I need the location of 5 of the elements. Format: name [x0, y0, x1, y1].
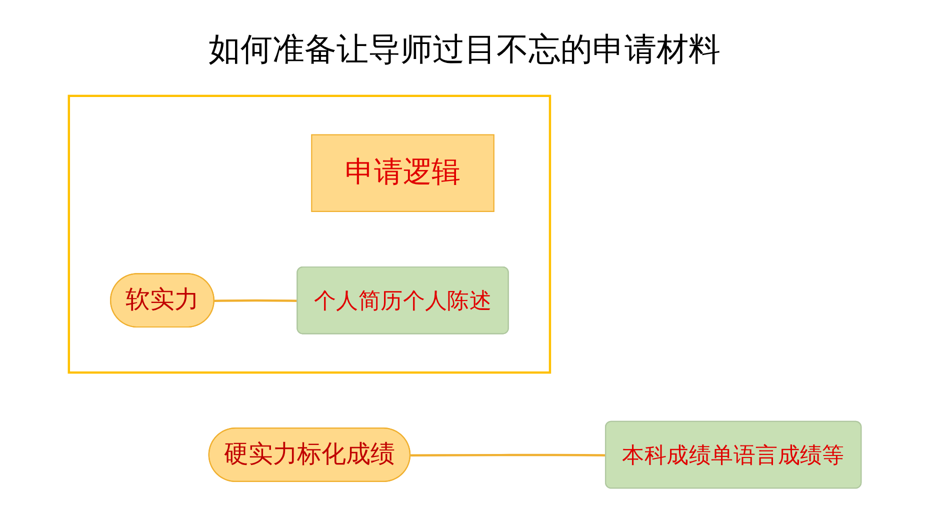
connector	[214, 299, 298, 302]
connector	[410, 454, 606, 456]
cluster	[67, 94, 551, 374]
node-box: 申请逻辑	[310, 134, 494, 212]
slide-title: 如何准备让导师过目不忘的申请材料	[208, 29, 722, 70]
